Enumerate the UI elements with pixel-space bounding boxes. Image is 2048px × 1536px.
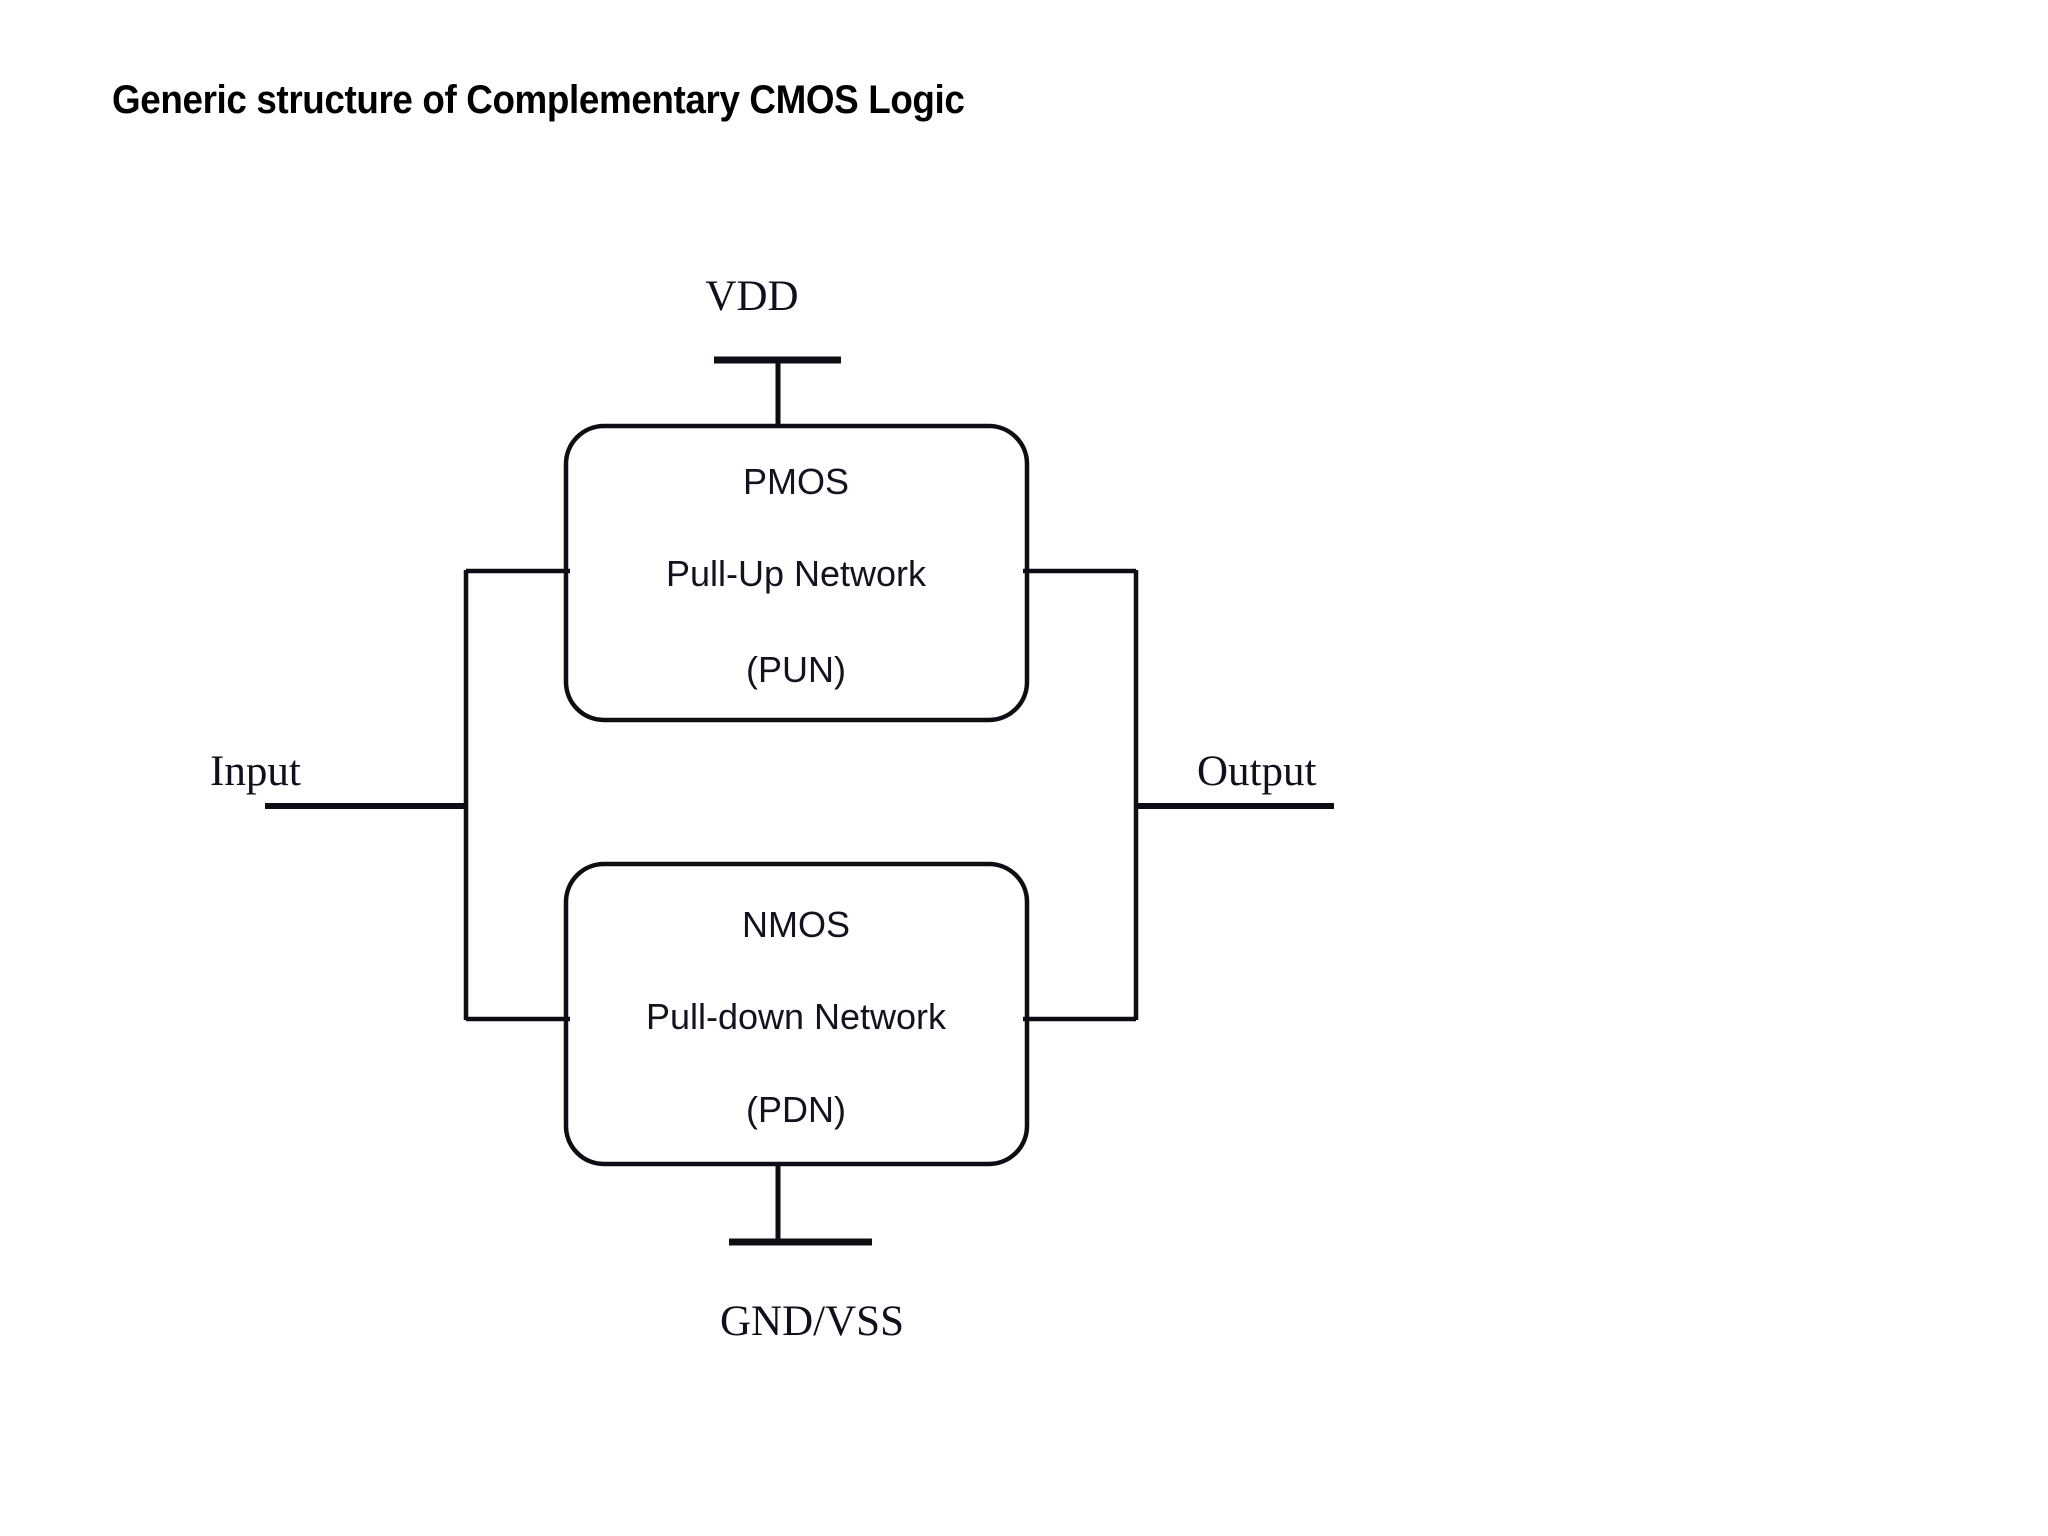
vdd-label: VDD: [705, 273, 799, 320]
input-label: Input: [210, 748, 301, 795]
gnd-vss-label: GND/VSS: [720, 1298, 904, 1345]
pdn-block-line-3: (PDN): [746, 1089, 846, 1130]
pun-block-line-3: (PUN): [746, 649, 846, 690]
pdn-block-line-2: Pull-down Network: [645, 996, 947, 1037]
page-title: Generic structure of Complementary CMOS …: [112, 78, 965, 122]
output-label: Output: [1197, 748, 1317, 795]
pun-block-line-1: PMOS: [742, 461, 849, 502]
pdn-block-outline: [563, 861, 1030, 1167]
pdn-block-line-1: NMOS: [742, 904, 850, 945]
pun-block-line-2: Pull-Up Network: [665, 553, 927, 594]
